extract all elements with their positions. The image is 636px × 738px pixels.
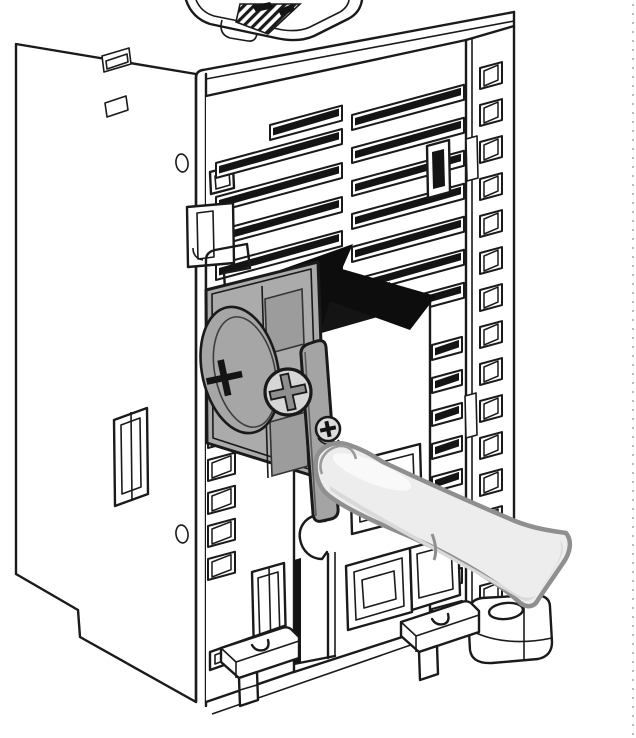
side-vertical-slot-inner bbox=[120, 417, 142, 495]
din-clip-right bbox=[399, 600, 481, 682]
vent-square bbox=[479, 61, 503, 90]
clip-notch bbox=[430, 612, 450, 626]
foot-hole bbox=[487, 601, 525, 621]
vent-louver-opening bbox=[435, 372, 459, 389]
clip-edges bbox=[220, 640, 300, 678]
connector-contact-1 bbox=[252, 2, 274, 12]
vent-square bbox=[479, 246, 503, 275]
vent-square-inner bbox=[211, 553, 232, 578]
vent-square-inner bbox=[483, 138, 499, 161]
vent-square bbox=[207, 517, 236, 548]
side-hole-lower bbox=[175, 524, 189, 544]
vent-square-inner bbox=[483, 471, 499, 494]
terminal-block-1-mid bbox=[353, 557, 405, 621]
front-face-top-edge bbox=[204, 38, 468, 98]
finger-nail bbox=[319, 444, 358, 475]
band-slot-upper bbox=[465, 135, 479, 182]
holder-knob-cross bbox=[268, 372, 308, 412]
vent-square bbox=[479, 357, 503, 386]
vent-louver-opening bbox=[435, 405, 459, 422]
vent-square bbox=[479, 320, 503, 349]
vent-square bbox=[479, 135, 503, 164]
connector-latch-tab bbox=[220, 19, 258, 42]
vent-square-inner bbox=[483, 212, 499, 235]
foot-body bbox=[466, 593, 554, 665]
side-vertical-slot-divider bbox=[130, 411, 133, 501]
vent-louver-opening bbox=[355, 87, 461, 126]
din-clip-left bbox=[219, 626, 301, 708]
edge-clip-hook bbox=[192, 247, 204, 261]
vent-louver-opening bbox=[219, 165, 339, 208]
connector-contact-2 bbox=[278, 4, 295, 16]
vent-square bbox=[479, 283, 503, 312]
top-ridge-outer bbox=[201, 10, 516, 72]
edge-clip-slot bbox=[196, 210, 215, 260]
side-slot-lower bbox=[104, 95, 129, 118]
mounting-foot bbox=[466, 593, 554, 665]
chute-bottom bbox=[292, 654, 337, 666]
corner-arc bbox=[194, 68, 205, 80]
side-slot-upper bbox=[101, 47, 132, 73]
front-vertical-slot-upper-inner bbox=[432, 149, 445, 189]
band-top-edge bbox=[464, 24, 516, 42]
vent-louver-opening bbox=[435, 438, 459, 455]
band-slot-lower bbox=[464, 392, 478, 439]
vent-square-inner bbox=[483, 101, 499, 124]
vent-square-inner bbox=[483, 434, 499, 457]
side-slot-upper-inner bbox=[105, 53, 129, 70]
holder-recess-lower bbox=[269, 410, 309, 478]
clip-tab-edge bbox=[239, 684, 258, 691]
finger-highlight bbox=[332, 453, 412, 491]
coin-cell-rim bbox=[212, 316, 278, 428]
compartment-screw-cross bbox=[319, 420, 337, 438]
edge-clip bbox=[185, 201, 236, 269]
coin-cell-battery bbox=[199, 305, 281, 435]
vent-square-inner bbox=[483, 360, 499, 383]
vent-louver-opening bbox=[355, 219, 461, 258]
vent-louver-opening bbox=[219, 199, 339, 242]
left-side-panel bbox=[14, 42, 198, 704]
vent-square-inner bbox=[483, 286, 499, 309]
edge-clip-body bbox=[185, 201, 236, 269]
clip-notch bbox=[250, 638, 270, 652]
vent-square bbox=[479, 209, 503, 238]
vent-louver-opening bbox=[219, 131, 339, 174]
holder-guide-rail bbox=[204, 242, 252, 306]
vent-square-inner bbox=[211, 454, 232, 479]
vent-square-inner bbox=[211, 487, 232, 512]
vent-square-inner bbox=[211, 520, 232, 545]
pushing-finger bbox=[313, 440, 573, 609]
top-connector-recess-inner bbox=[195, 0, 350, 32]
finger-knuckle-crease bbox=[430, 533, 438, 561]
clip-tab bbox=[417, 644, 440, 682]
vent-square bbox=[479, 468, 503, 497]
vent-square bbox=[207, 484, 236, 515]
vent-square-inner bbox=[483, 249, 499, 272]
vent-square bbox=[479, 394, 503, 423]
din-rail-mounts bbox=[219, 593, 554, 708]
vent-square bbox=[479, 98, 503, 127]
vent-square-inner bbox=[483, 323, 499, 346]
vent-square-inner bbox=[483, 397, 499, 420]
top-face bbox=[184, 0, 516, 80]
terminal-block-1-inner bbox=[361, 570, 397, 609]
vent-louver-opening bbox=[435, 471, 459, 488]
vent-louver-opening bbox=[435, 339, 459, 356]
clip-tab bbox=[237, 670, 260, 708]
clip-body bbox=[399, 600, 481, 654]
top-ridge-inner bbox=[205, 20, 515, 80]
vent-square bbox=[479, 172, 503, 201]
left-panel-face bbox=[14, 42, 198, 704]
vent-square-inner bbox=[483, 64, 499, 87]
vent-louver-opening bbox=[355, 120, 461, 159]
vent-square bbox=[479, 431, 503, 460]
side-hole-upper bbox=[175, 153, 189, 173]
clip-body bbox=[219, 626, 301, 680]
vent-square bbox=[207, 550, 236, 581]
vent-square-inner bbox=[483, 175, 499, 198]
top-connector-recess-outer bbox=[184, 0, 364, 42]
clip-edges bbox=[400, 614, 480, 652]
vent-louver-opening bbox=[273, 108, 339, 136]
